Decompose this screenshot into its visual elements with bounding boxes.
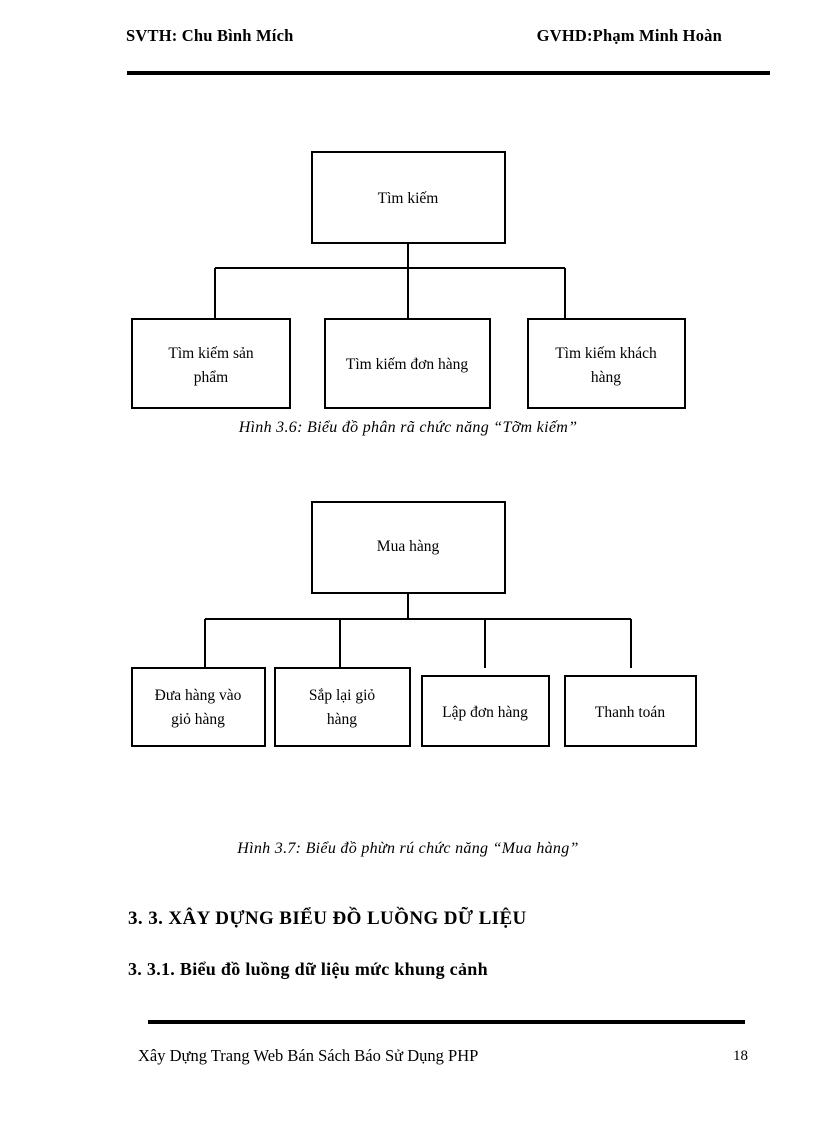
figure-caption-3-7: Hình 3.7: Biểu đồ phừn rú chức năng “Mua… <box>237 840 579 857</box>
node-root-label: Tìm kiếm <box>378 190 439 207</box>
node-child-3-box[interactable] <box>527 318 686 409</box>
node2-root-box[interactable] <box>311 501 506 594</box>
node2-child-3-label-line1: Lập đơn hàng <box>442 704 528 721</box>
node2-child-1-box[interactable] <box>131 667 266 747</box>
node2-child-4-label-line1: Thanh toán <box>595 704 665 721</box>
node-child-3-label-line2: hàng <box>591 369 621 386</box>
node-child-2-label-line1: Tìm kiếm đơn hàng <box>346 356 469 373</box>
section-heading-3-3-1: 3. 3.1. Biểu đồ luồng dữ liệu mức khung … <box>128 959 488 979</box>
header-divider-rule <box>127 71 770 75</box>
node2-child-4-box[interactable] <box>564 675 697 747</box>
header-student-name: SVTH: Chu Bình Mích <box>126 26 294 45</box>
node-child-1-label-line2: phẩm <box>194 369 228 386</box>
node-root-box[interactable] <box>311 151 506 244</box>
footer-divider-rule <box>148 1020 745 1024</box>
node2-child-2-label-line1: Sắp lại giỏ <box>309 687 376 704</box>
node2-child-2-box[interactable] <box>274 667 411 747</box>
node2-child-2-label-line2: hàng <box>327 711 357 728</box>
node2-child-3-box[interactable] <box>421 675 550 747</box>
node2-child-1-label-line1: Đưa hàng vào <box>155 687 242 704</box>
node2-child-1-label-line2: giỏ hàng <box>171 711 225 728</box>
node2-root-label: Mua hàng <box>377 538 440 555</box>
diagram-tim-kiem: Tìm kiếm Tìm kiếm sản phẩm Tìm kiếm đơn … <box>0 0 816 420</box>
footer-page-number: 18 <box>733 1048 748 1064</box>
figure-caption-3-6: Hình 3.6: Biểu đồ phân rã chức năng “Tỡm… <box>238 419 578 436</box>
node-child-3-label-line1: Tìm kiếm khách <box>555 345 657 362</box>
footer-thesis-title: Xây Dựng Trang Web Bán Sách Báo Sử Dụng … <box>138 1046 479 1065</box>
page-header: SVTH: Chu Bình Mích GVHD:Phạm Minh Hoàn <box>126 22 770 50</box>
diagram-mua-hang: Mua hàng Đưa hàng vào giỏ hàng Sắp lại g… <box>131 501 697 747</box>
node-child-1-box[interactable] <box>131 318 291 409</box>
section-heading-3-3: 3. 3. XÂY DỰNG BIỂU ĐỒ LUỒNG DỮ LIỆU <box>128 908 527 929</box>
node-child-1-label-line1: Tìm kiếm sản <box>168 345 253 362</box>
node-child-2-box[interactable] <box>324 318 491 409</box>
header-supervisor-name: GVHD:Phạm Minh Hoàn <box>536 26 722 45</box>
page-footer: Xây Dựng Trang Web Bán Sách Báo Sử Dụng … <box>128 1046 748 1070</box>
